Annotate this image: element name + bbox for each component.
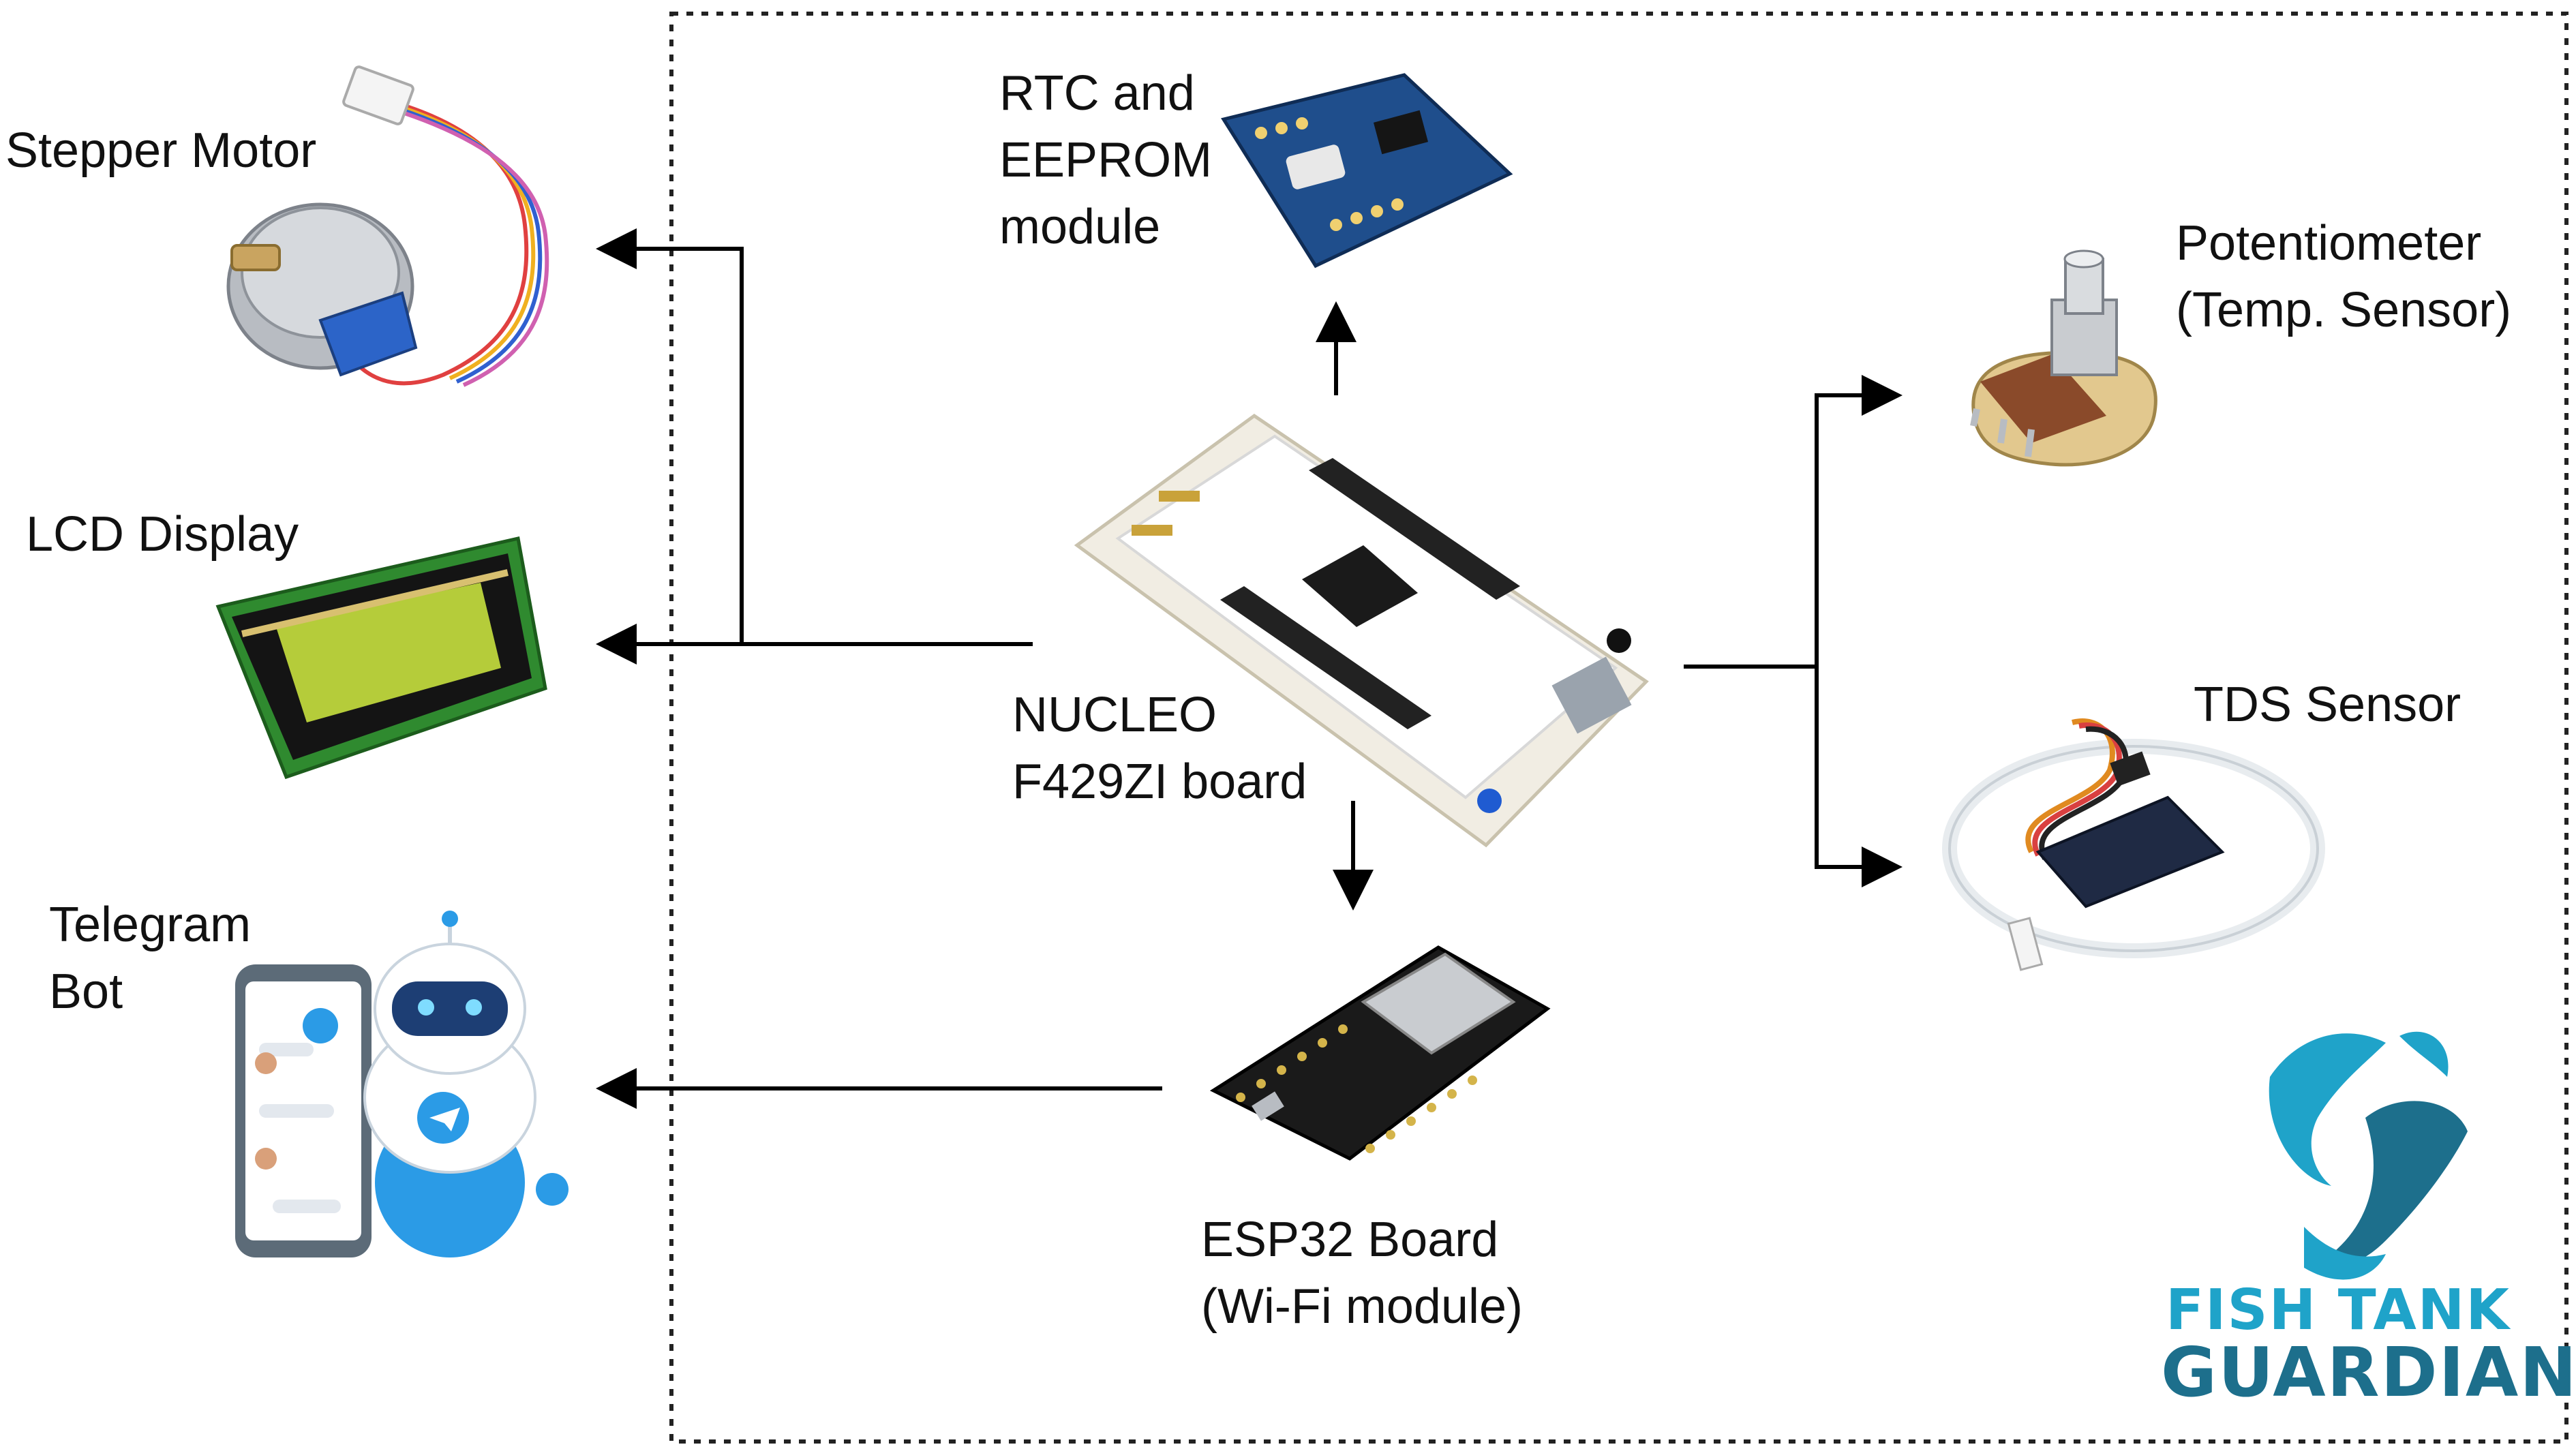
system-boundary (669, 12, 2569, 1444)
tds-sensor-illustration (1942, 718, 2325, 971)
connection-arrows (596, 228, 1903, 1109)
stepper-motor-illustration (226, 65, 549, 387)
nucleo-board-illustration (1074, 413, 1649, 848)
esp32-board-label: ESP32 Board (Wi-Fi module) (1201, 1212, 1524, 1334)
lcd-display-illustration (215, 536, 547, 780)
telegram-bot-label: Telegram Bot (49, 898, 252, 1019)
fish-logo-icon (2269, 1031, 2468, 1280)
nucleo-board-label: NUCLEO F429ZI board (1012, 688, 1307, 809)
arrow-nucleo-to-stepper (596, 228, 744, 644)
potentiometer-illustration (1970, 249, 2157, 467)
arrow-nucleo-to-tds (1815, 667, 1903, 887)
stepper-motor-label: Stepper Motor (5, 123, 317, 178)
potentiometer-label: Potentiometer (Temp. Sensor) (2176, 216, 2512, 337)
logo-line-1: FISH TANK (2166, 1278, 2511, 1343)
rtc-module-illustration (1221, 73, 1513, 269)
esp32-board-illustration (1209, 945, 1551, 1161)
rtc-eeprom-label: RTC and EEPROM module (999, 66, 1213, 254)
logo-line-2: GUARDIAN (2161, 1332, 2576, 1412)
lcd-display-label: LCD Display (26, 507, 299, 562)
telegram-bot-illustration (235, 911, 569, 1257)
tds-sensor-label: TDS Sensor (2194, 677, 2461, 732)
arrow-nucleo-to-pot (1684, 375, 1903, 669)
